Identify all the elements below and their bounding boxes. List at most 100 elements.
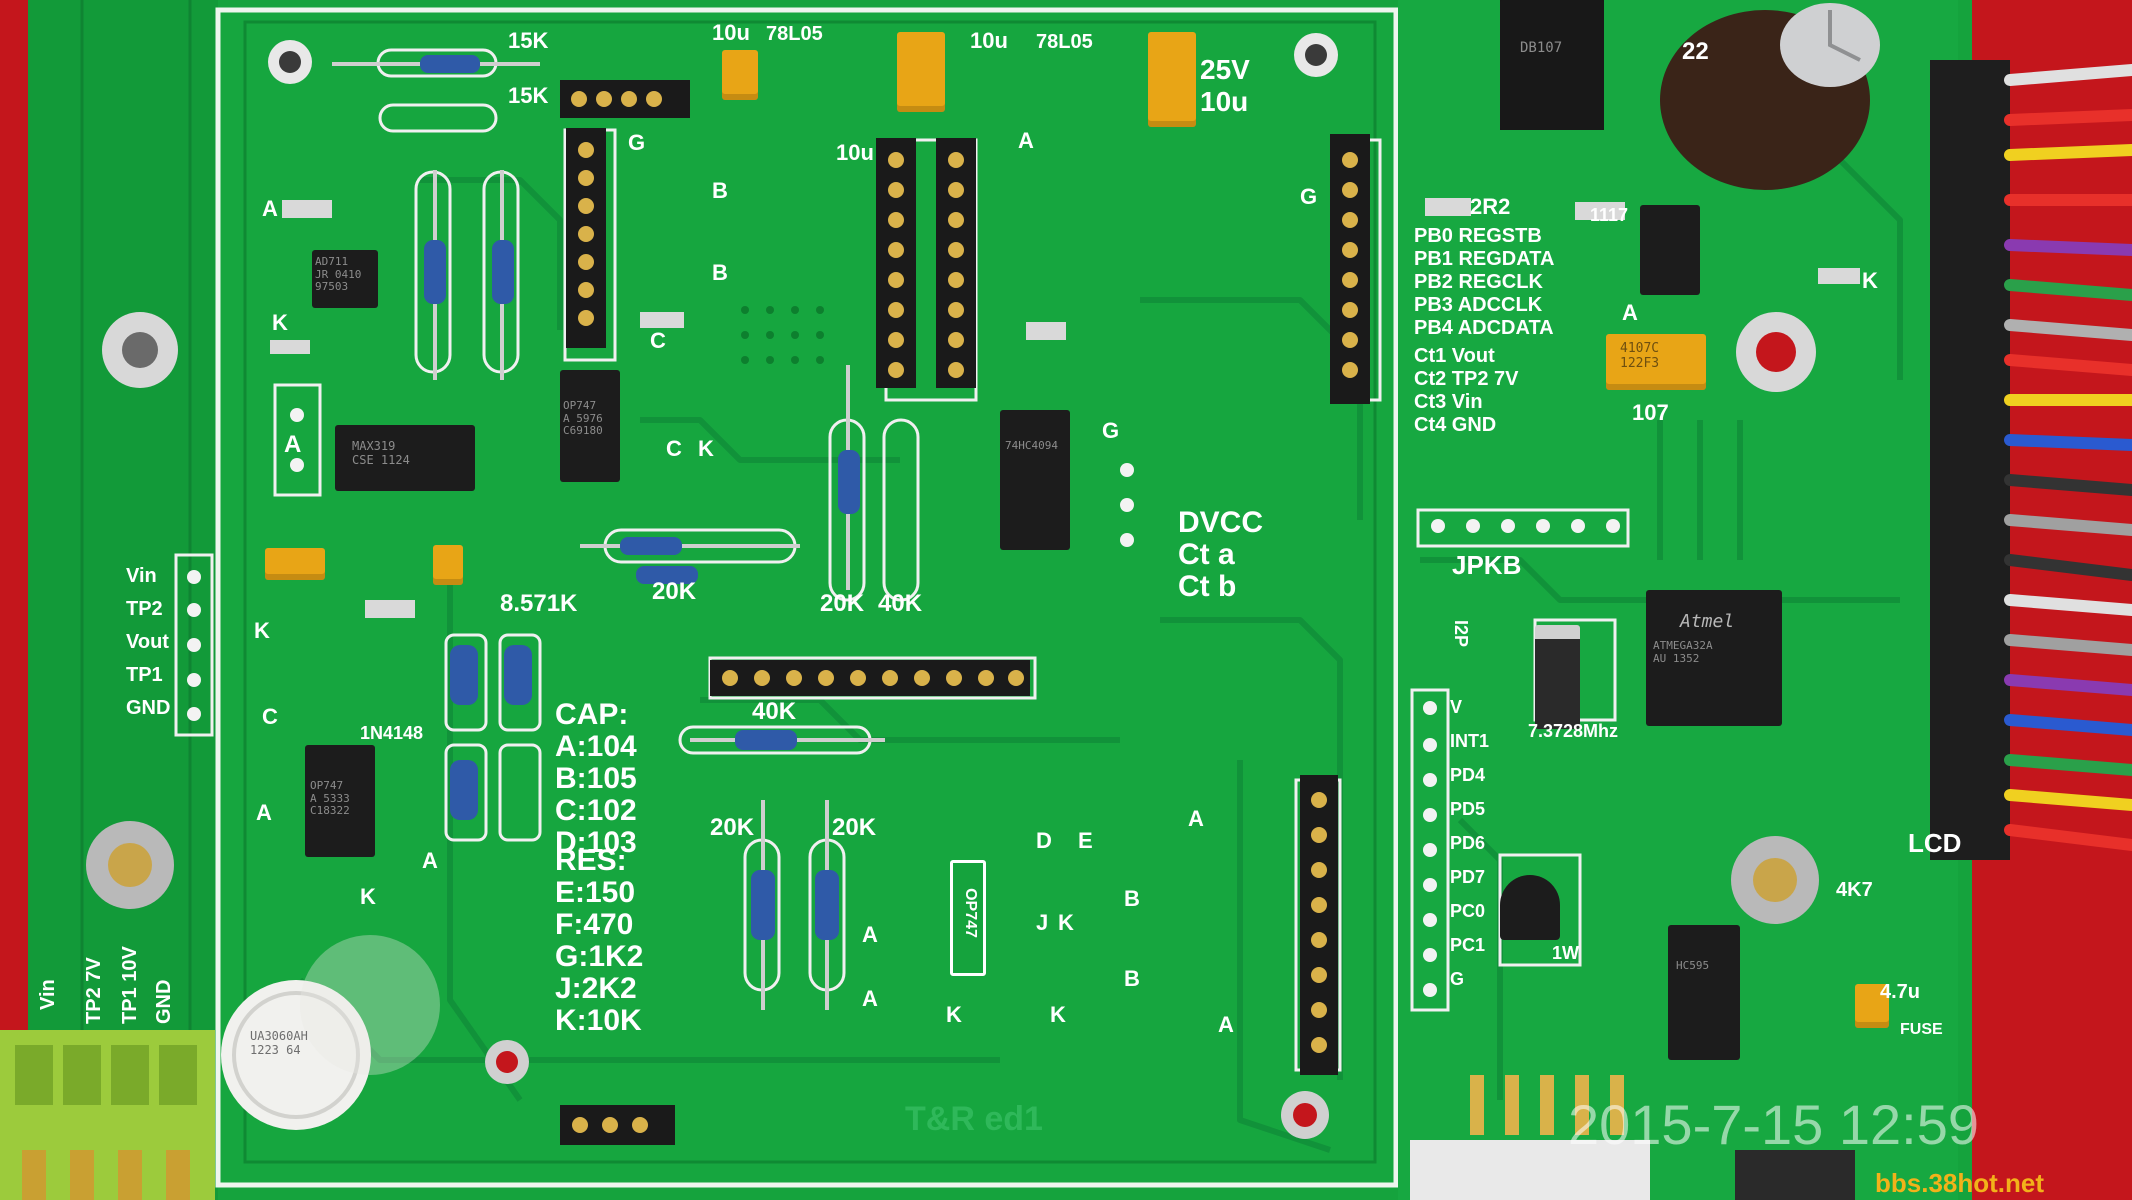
label-20k-c: 20K [832, 814, 877, 841]
op747-b-marking: OP747 A 5333 C18322 [310, 779, 350, 818]
ref-a-3: A [256, 800, 272, 825]
atmega-marking: ATMEGA32A AU 1352 [1653, 639, 1713, 665]
label-20k-mid: 20K [652, 578, 697, 605]
ref-a-2: A [284, 431, 302, 458]
ref-c-3: C [666, 436, 682, 461]
test-ct2: Ct2 TP2 7V [1414, 368, 1519, 390]
mcu-pin-int1: INT1 [1450, 731, 1490, 751]
bottom-pin-gnd: GND [153, 979, 175, 1024]
label-10u-low: 10u [836, 140, 874, 165]
label-1n4148: 1N4148 [360, 723, 424, 743]
label-40k-b: 40K [752, 698, 797, 725]
cap-row-d: D:103 [555, 826, 637, 859]
tantalum-cap-7 [433, 545, 463, 585]
mcu-pin-pc1: PC1 [1450, 935, 1486, 955]
camera-timestamp: 2015-7-15 12:59 [1568, 1093, 1980, 1156]
test-ct3: Ct3 Vin [1414, 391, 1483, 413]
port-pb0: PB0 REGSTB [1414, 225, 1542, 247]
tantalum-cap-2 [1148, 32, 1196, 127]
ref-c-2: C [650, 328, 666, 353]
ref-j-1: J [1036, 910, 1049, 935]
cap-row-a: A:104 [555, 730, 637, 763]
label-15k-b: 15K [508, 83, 549, 108]
hc4094-chip [1000, 410, 1070, 550]
label-10u-mid: 10u [970, 28, 1008, 53]
label-78l05-b: 78L05 [1036, 31, 1093, 53]
label-i2p: I2P [1451, 620, 1471, 648]
port-map: PB0 REGSTB PB1 REGDATA PB2 REGCLK PB3 AD… [1414, 226, 1554, 338]
ref-a-1: A [262, 196, 278, 221]
cap-table-title: CAP: [555, 698, 629, 731]
cap-table: CAP: A:104 B:105 C:102 D:103 [555, 700, 637, 872]
crystal [1535, 625, 1580, 729]
ref-k-1: K [272, 310, 288, 335]
label-dvcc: DVCC [1178, 506, 1264, 539]
res-row-e: E:150 [555, 876, 636, 909]
smd-pad-7 [1026, 322, 1066, 340]
ref-g-1: G [628, 130, 646, 155]
ldo-regulator [1640, 205, 1700, 295]
res-table-title: RES: [555, 844, 627, 877]
site-watermark: bbs.38hot.net [1875, 1168, 2045, 1198]
ref-a-4: A [422, 848, 438, 873]
ref-g-2: G [1300, 184, 1318, 209]
res-row-j: J:2K2 [555, 972, 637, 1005]
atmega-mcu-chip [1646, 590, 1782, 726]
smd-pad-8 [640, 312, 684, 328]
shift-register-marking: HC595 [1676, 959, 1710, 972]
label-8571k: 8.571K [500, 590, 578, 617]
ref-a-8: A [1218, 1012, 1234, 1037]
test-map: Ct1 Vout Ct2 TP2 7V Ct3 Vin Ct4 GND [1414, 346, 1518, 435]
mcu-pin-g: G [1450, 969, 1465, 989]
ref-a-10: A [1622, 300, 1638, 325]
label-fuse: FUSE [1900, 1021, 1943, 1038]
res-row-k: K:10K [555, 1004, 642, 1037]
ref-a-7: A [1188, 806, 1204, 831]
board-watermark: T&R ed1 [905, 1100, 1043, 1138]
label-25v: 25V [1200, 54, 1250, 85]
ref-a-9: A [1018, 128, 1034, 153]
ref-k-3: K [360, 884, 376, 909]
ref-k-2: K [254, 618, 270, 643]
tantalum-cap-3 [722, 50, 758, 100]
port-pb4: PB4 ADCDATA [1414, 317, 1554, 339]
to92-transistor [1500, 875, 1560, 940]
label-20k-b: 20K [710, 814, 755, 841]
bottom-pin-tp2: TP2 7V [83, 957, 105, 1024]
ref-b-3: B [1124, 886, 1140, 911]
tantalum-cap-1 [897, 32, 945, 112]
label-40k-a: 40K [878, 590, 923, 617]
shift-register-chip [1668, 925, 1740, 1060]
label-107: 107 [1632, 400, 1669, 425]
ref-k-6: K [946, 1002, 962, 1027]
res-row-g: G:1K2 [555, 940, 644, 973]
smd-pad-6 [1818, 268, 1860, 284]
left-pin-labels: Vin TP2 Vout TP1 GND [126, 566, 170, 718]
mcu-pin-pd6: PD6 [1450, 833, 1486, 853]
left-pin-gnd: GND [126, 697, 171, 719]
port-pb3: PB3 ADCCLK [1414, 294, 1543, 316]
ref-c-1: C [262, 704, 278, 729]
hc4094-marking: 74HC4094 [1005, 439, 1058, 452]
res-table: RES: E:150 F:470 G:1K2 J:2K2 K:10K [555, 846, 643, 1036]
label-freq: 7.3728Mhz [1528, 721, 1619, 741]
port-pb1: PB1 REGDATA [1414, 248, 1555, 270]
left-pin-tp1: TP1 [126, 664, 163, 686]
ref-k-7: K [1050, 1002, 1066, 1027]
bridge-marking: DB107 [1520, 40, 1563, 56]
res-row-f: F:470 [555, 908, 634, 941]
label-lcd: LCD [1908, 828, 1962, 858]
op747-a-marking: OP747 A 5976 C69180 [563, 399, 603, 438]
bottom-pin-vin: Vin [37, 979, 59, 1010]
ad711-marking: AD711 JR 0410 97503 [315, 255, 362, 294]
ref-b-1: B [712, 178, 728, 203]
op747-a-chip [560, 370, 620, 482]
label-1117: 1117 [1590, 205, 1629, 225]
port-pb2: PB2 REGCLK [1414, 271, 1543, 293]
ad711-chip [312, 250, 378, 308]
mcu-pin-labels: V INT1 PD4 PD5 PD6 PD7 PC0 PC1 G [1450, 698, 1489, 988]
tantalum-cap-6 [1855, 984, 1889, 1028]
left-pin-vout: Vout [126, 631, 169, 653]
smd-pad-1 [282, 200, 332, 218]
